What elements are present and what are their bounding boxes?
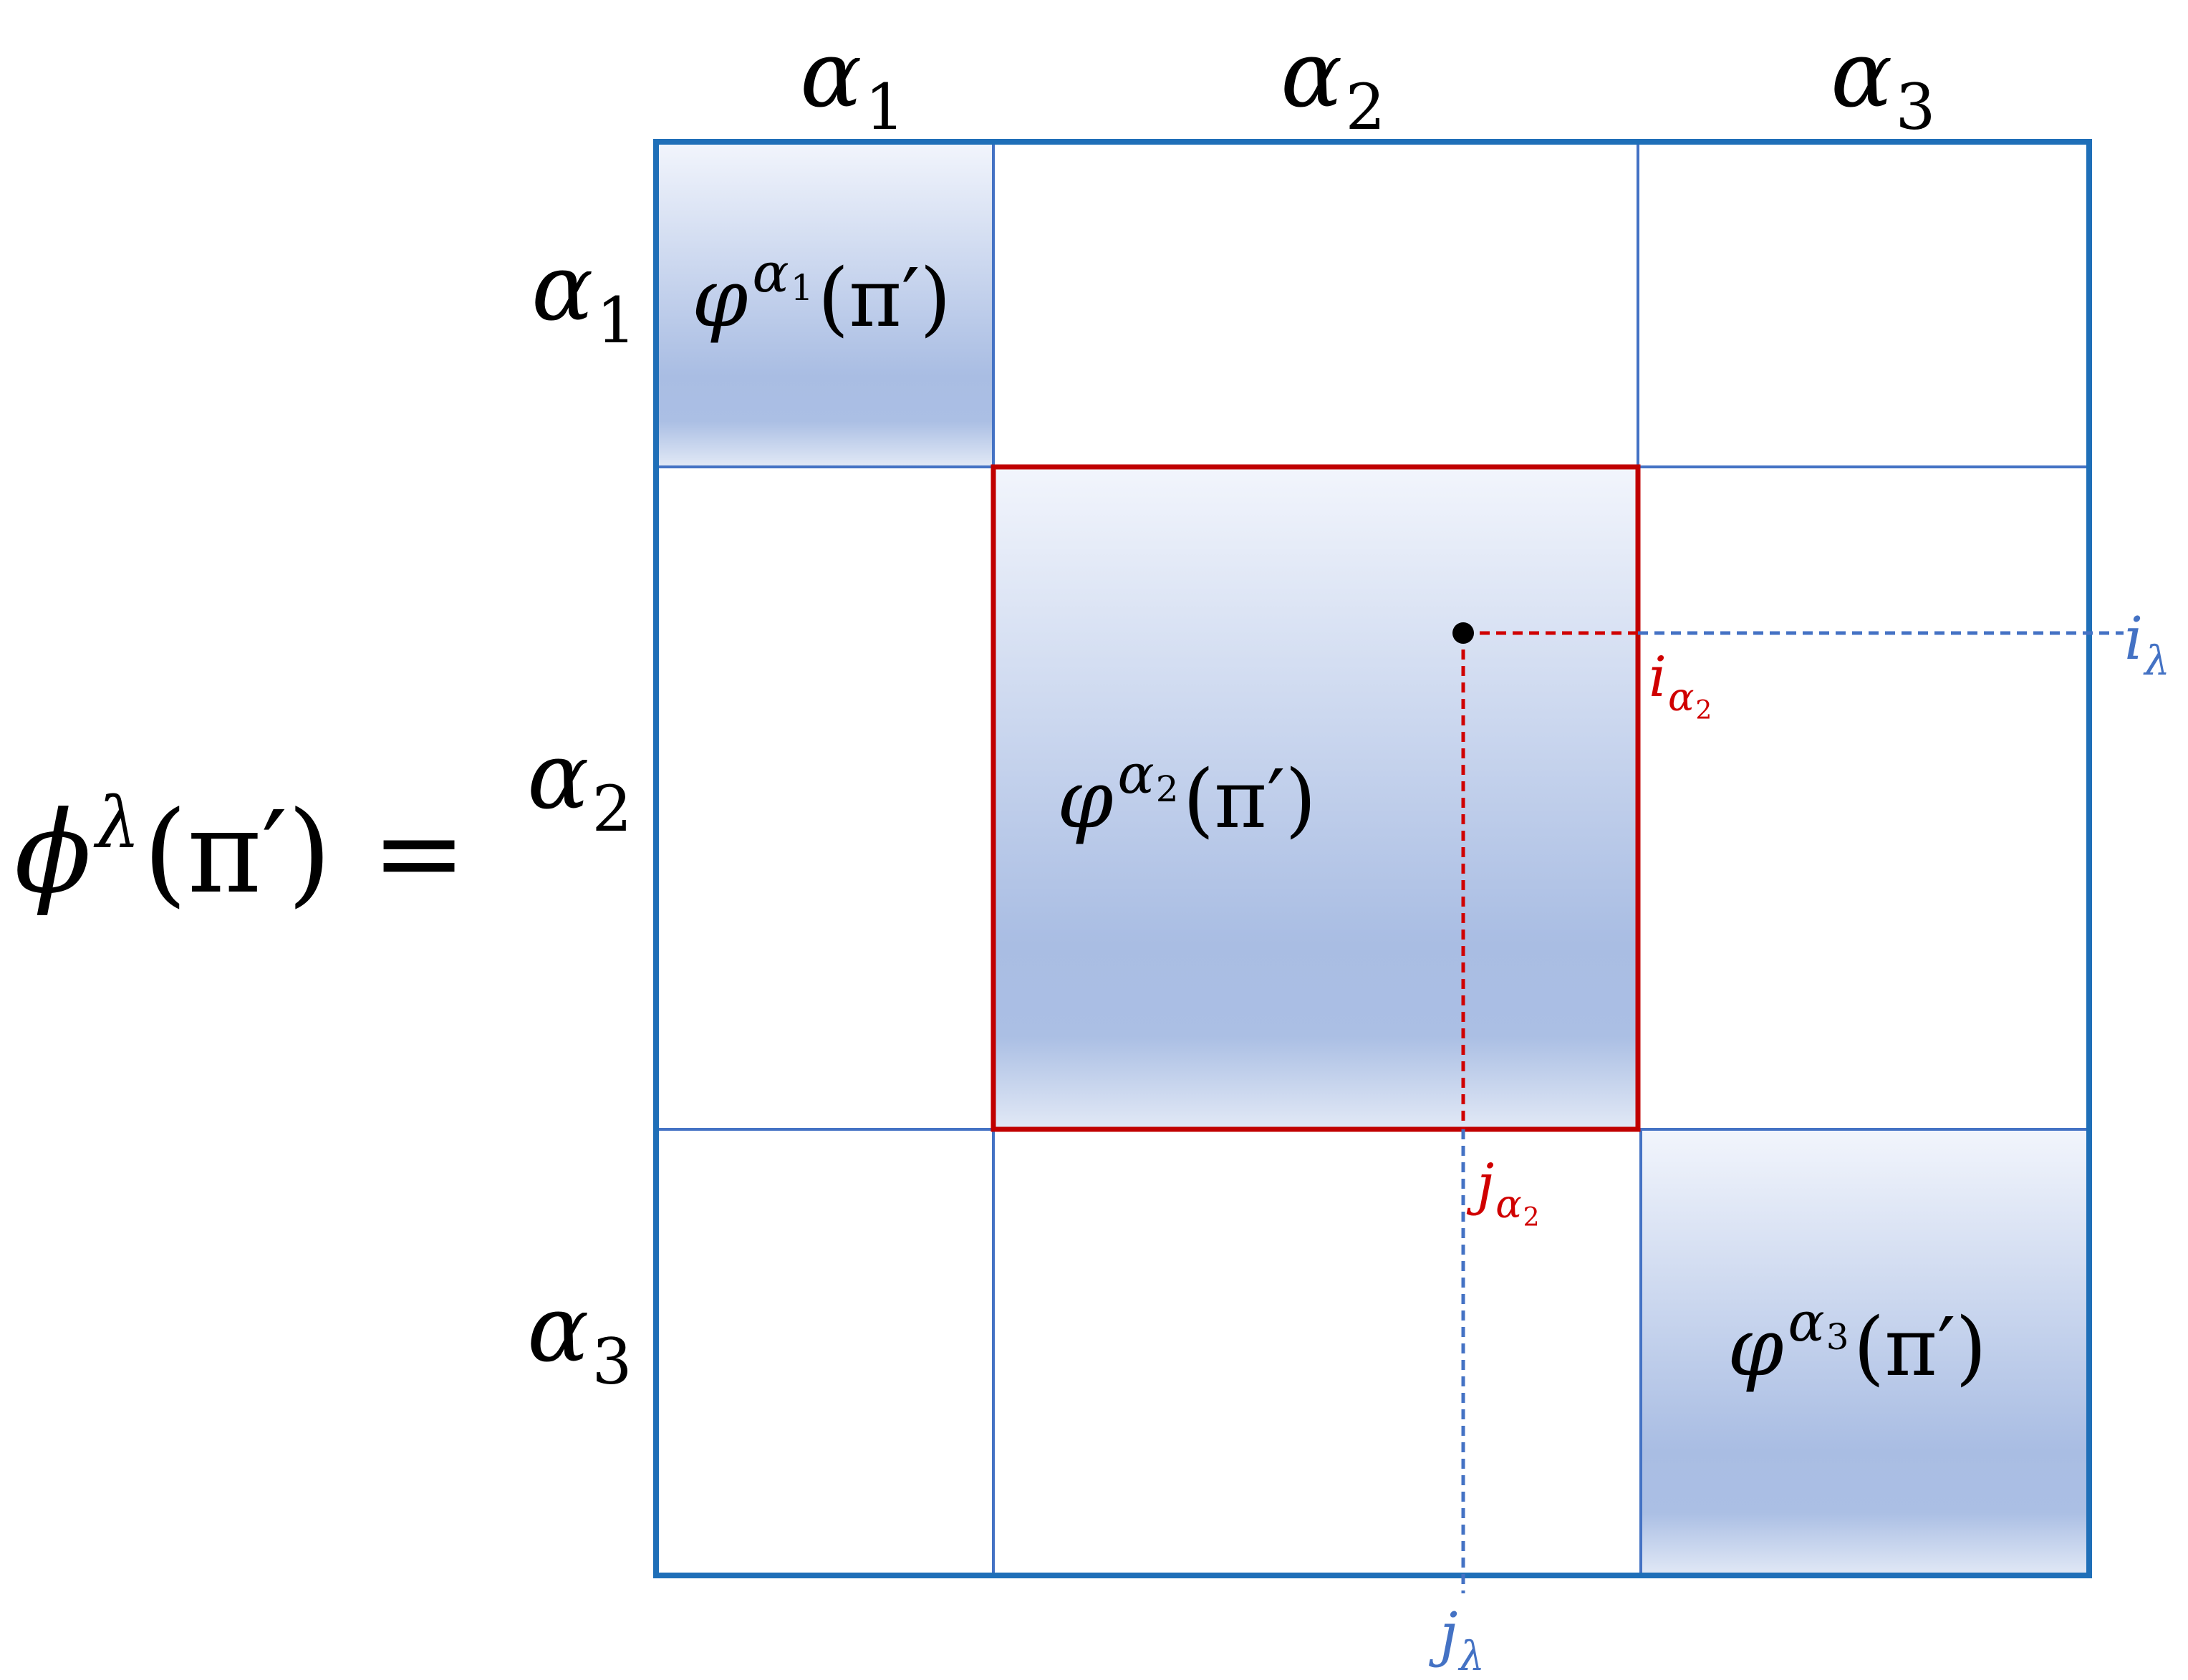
lhs-argument: (π′) bbox=[143, 787, 332, 919]
column-header-alpha3: α3 bbox=[1831, 21, 1935, 144]
row-header-alpha1-sub: 1 bbox=[596, 284, 636, 357]
block-label-alpha2: φα2(π′) bbox=[1057, 742, 1316, 846]
column-header-alpha1-sub: 1 bbox=[864, 70, 905, 144]
block-alpha2-fill bbox=[993, 467, 1638, 1129]
block-label-alpha1: φα1(π′) bbox=[692, 241, 951, 345]
column-header-alpha2-sub: 2 bbox=[1345, 70, 1385, 144]
block-label-alpha3: φα3(π′) bbox=[1727, 1290, 1987, 1394]
row-header-alpha3-sub: 3 bbox=[592, 1325, 632, 1399]
block-alpha2-base: φ bbox=[1057, 753, 1113, 846]
element-point bbox=[1452, 622, 1474, 644]
label-j-alpha2: jα2 bbox=[1466, 1152, 1540, 1232]
block-alpha2-sup-base: α bbox=[1117, 742, 1154, 806]
block-alpha1-base: φ bbox=[692, 252, 748, 345]
label-i-alpha2: iα2 bbox=[1649, 645, 1712, 725]
block-alpha1-sup-sub: 1 bbox=[791, 267, 814, 309]
block-alpha3-base: φ bbox=[1727, 1301, 1783, 1394]
label-i-lambda: iλ bbox=[2124, 605, 2170, 685]
label-j-lambda-sub: λ bbox=[1457, 1633, 1485, 1680]
block-alpha3-argument: (π′) bbox=[1854, 1301, 1987, 1394]
label-i-alpha2-sub-sub: 2 bbox=[1695, 696, 1712, 725]
label-j-alpha2-sub-base: α bbox=[1495, 1182, 1521, 1227]
lhs-symbol: ϕ bbox=[14, 787, 92, 919]
label-i-lambda-base: i bbox=[2124, 605, 2143, 673]
highlight-alpha2-border bbox=[991, 464, 1641, 1132]
row-header-alpha2-base: α bbox=[527, 723, 589, 830]
row-header-alpha1-base: α bbox=[531, 235, 593, 342]
row-header-alpha3: α3 bbox=[527, 1276, 632, 1399]
label-j-lambda-base: j bbox=[1429, 1601, 1457, 1669]
column-header-alpha2-base: α bbox=[1281, 21, 1342, 128]
row-header-alpha1: α1 bbox=[531, 235, 636, 357]
label-j-alpha2-sub-sub: 2 bbox=[1523, 1203, 1540, 1232]
block-alpha3-sup-base: α bbox=[1788, 1290, 1824, 1353]
column-header-alpha2: α2 bbox=[1281, 21, 1385, 144]
label-i-lambda-sub: λ bbox=[2143, 638, 2170, 685]
column-header-alpha1-base: α bbox=[800, 21, 862, 128]
label-i-alpha2-base: i bbox=[1649, 645, 1667, 710]
row-header-alpha3-base: α bbox=[527, 1276, 589, 1383]
row-header-alpha2: α2 bbox=[527, 723, 632, 846]
column-header-alpha1: α1 bbox=[800, 21, 905, 144]
lhs-superscript: λ bbox=[93, 783, 140, 864]
column-header-alpha3-sub: 3 bbox=[1895, 70, 1935, 144]
label-i-alpha2-sub-base: α bbox=[1668, 675, 1694, 720]
row-header-alpha2-sub: 2 bbox=[592, 772, 632, 846]
block-alpha3-sup-sub: 3 bbox=[1826, 1316, 1849, 1358]
block-alpha1-argument: (π′) bbox=[818, 252, 951, 345]
column-header-alpha3-base: α bbox=[1831, 21, 1892, 128]
block-alpha2-sup-sub: 2 bbox=[1156, 768, 1179, 810]
label-j-lambda: jλ bbox=[1429, 1601, 1485, 1680]
lhs-equation: ϕλ(π′) = bbox=[14, 783, 466, 919]
matrix-outer-border bbox=[653, 139, 2092, 1578]
block-alpha2-argument: (π′) bbox=[1183, 753, 1316, 846]
block-alpha3-fill bbox=[1641, 1129, 2089, 1575]
label-j-alpha2-base: j bbox=[1466, 1152, 1494, 1217]
block-alpha1-fill bbox=[656, 142, 993, 467]
block-alpha1-sup-base: α bbox=[752, 241, 789, 304]
lhs-equals: = bbox=[372, 787, 466, 919]
